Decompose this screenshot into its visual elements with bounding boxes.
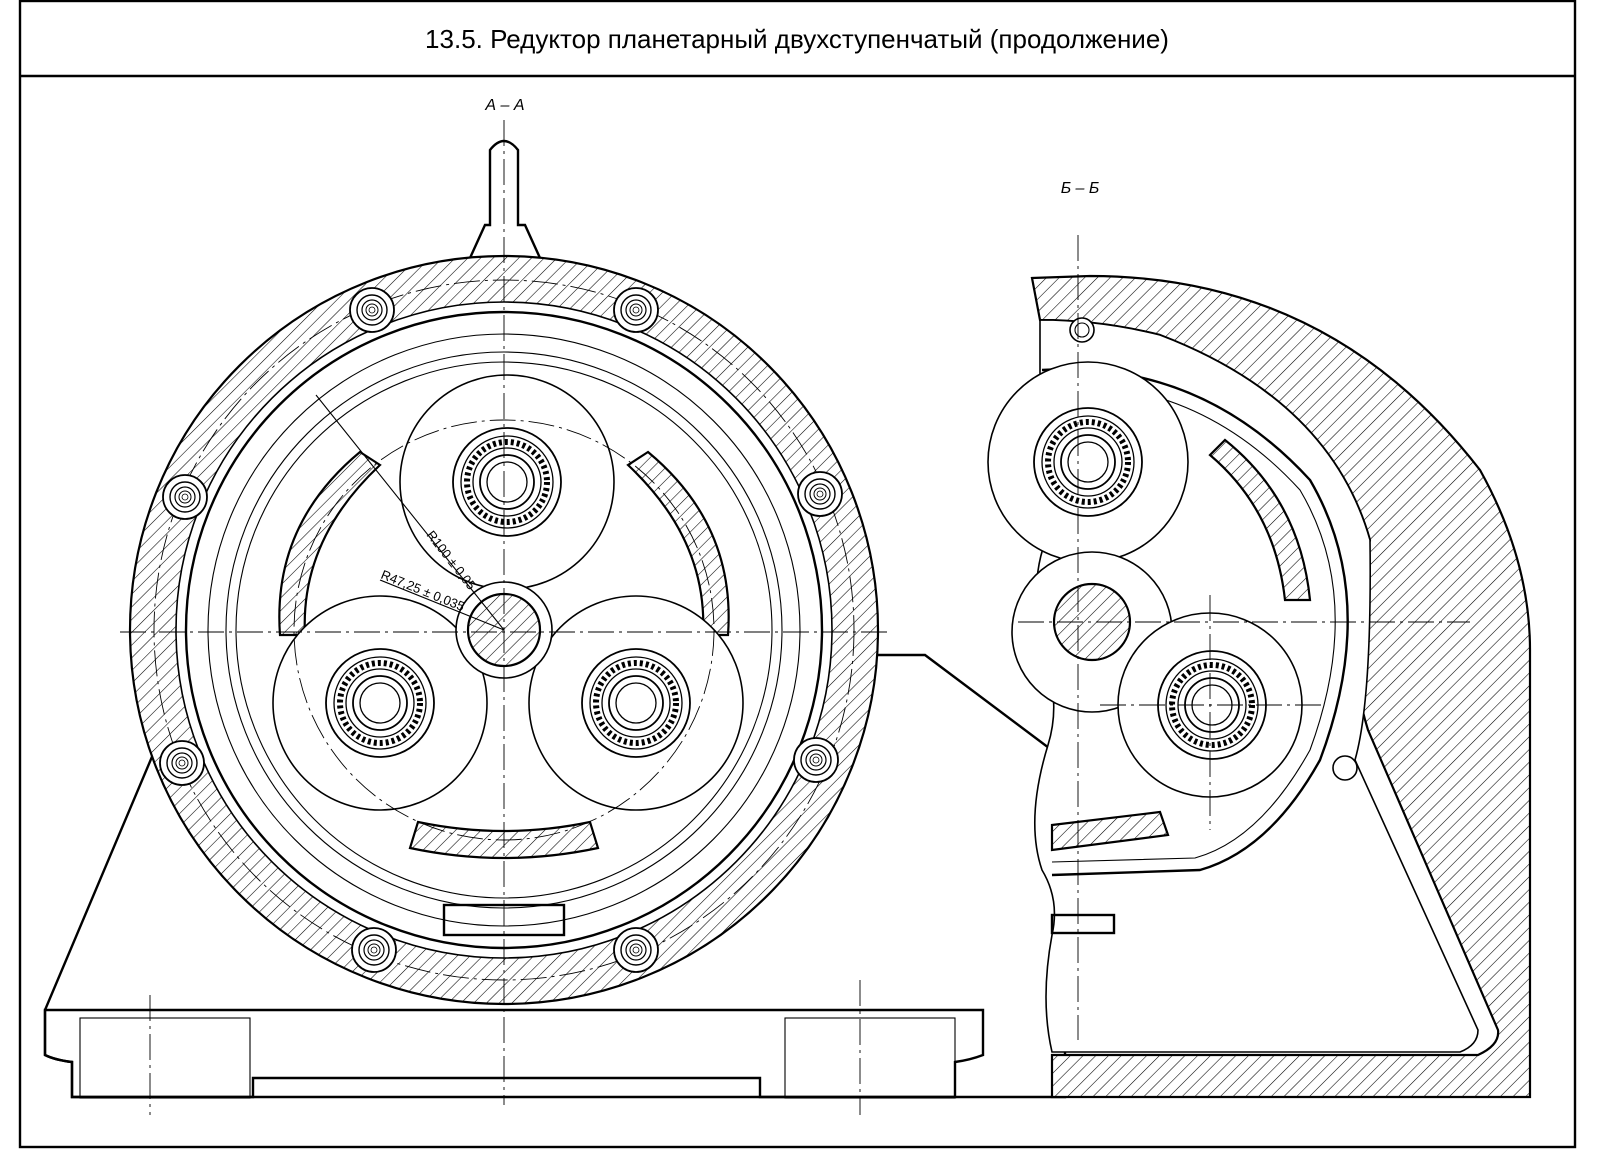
planet-bearing-left [326, 649, 434, 757]
foot-left [79, 1017, 251, 1099]
flange-bolt-2 [613, 287, 659, 333]
flange-bolt-7 [351, 927, 397, 973]
lifting-eye [468, 139, 542, 260]
flange-bolt-8 [613, 927, 659, 973]
section-b-b: Б – Б [987, 180, 1532, 1099]
section-b-label: Б – Б [1061, 180, 1100, 197]
sheet-frame [18, 0, 1577, 1149]
section-a-a: А – А [43, 97, 1067, 1115]
flange-bolt-4 [797, 471, 843, 517]
flange-bolt-3 [162, 474, 208, 520]
planet-bearing-top [453, 428, 561, 536]
section-a-label: А – А [484, 97, 524, 114]
flange-bolt-1 [349, 287, 395, 333]
flange-bolt-5 [159, 740, 205, 786]
side-bearing-top [1034, 408, 1142, 516]
flange-bolt-6 [793, 737, 839, 783]
planet-bearing-right [582, 649, 690, 757]
drawing-title: 13.5. Редуктор планетарный двухступенчат… [425, 24, 1169, 54]
foot-right [784, 1017, 956, 1099]
